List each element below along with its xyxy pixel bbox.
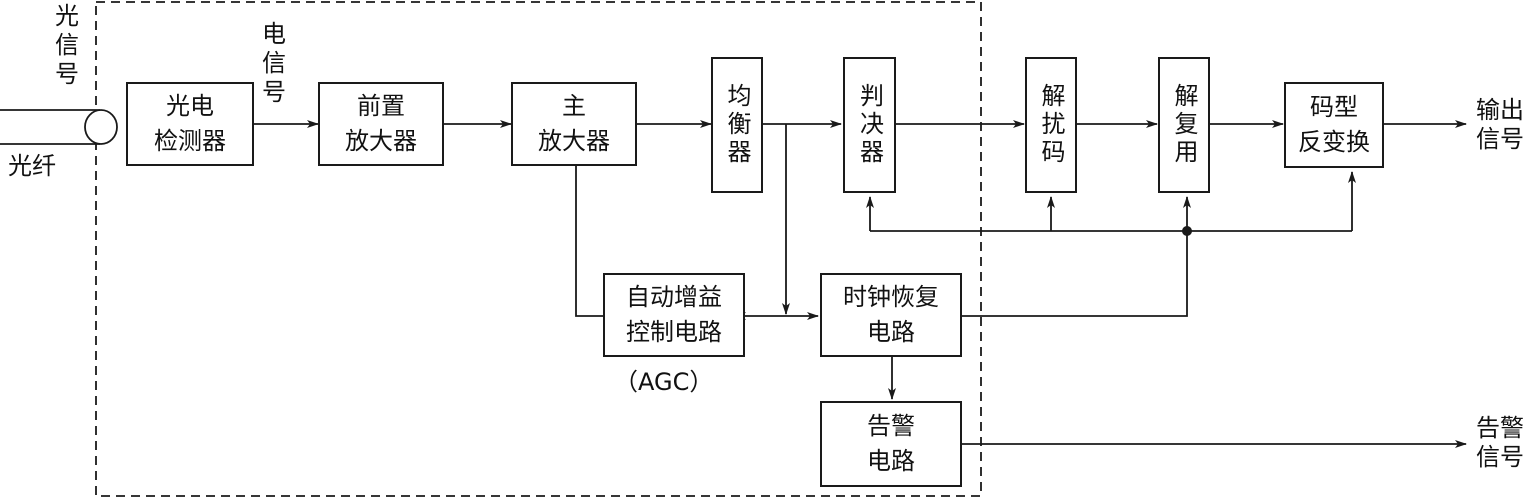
alarm-block[interactable]: 告警 电路 (820, 401, 962, 487)
code-inverse-block[interactable]: 码型 反变换 (1284, 82, 1384, 168)
electrical-signal-label: 电信号 (262, 20, 286, 106)
clock-recovery-block[interactable]: 时钟恢复 电路 (820, 273, 962, 357)
main-amp-block[interactable]: 主 放大器 (511, 82, 637, 166)
descrambler-block[interactable]: 解扰码 (1025, 57, 1077, 193)
agc-feedback (572, 149, 603, 317)
photodetector-block[interactable]: 光电 检测器 (126, 82, 254, 166)
receiver-boundary (95, 1, 982, 497)
alarm-signal-label: 告警 信号 (1476, 414, 1524, 471)
demux-block[interactable]: 解复用 (1158, 57, 1210, 193)
optical-signal-label: 光信号 (55, 2, 79, 88)
agc-note: （AGC） (614, 368, 714, 396)
preamp-block[interactable]: 前置 放大器 (318, 82, 444, 166)
junction-dot (1182, 226, 1192, 236)
output-signal-label: 输出 信号 (1476, 96, 1524, 153)
fiber-label: 光纤 (8, 152, 56, 180)
fiber-end (84, 109, 118, 145)
equalizer-block[interactable]: 均衡器 (711, 57, 763, 193)
clock-to-bus (962, 231, 1188, 317)
decision-block[interactable]: 判决器 (843, 57, 896, 193)
agc-block[interactable]: 自动增益 控制电路 (603, 273, 745, 357)
